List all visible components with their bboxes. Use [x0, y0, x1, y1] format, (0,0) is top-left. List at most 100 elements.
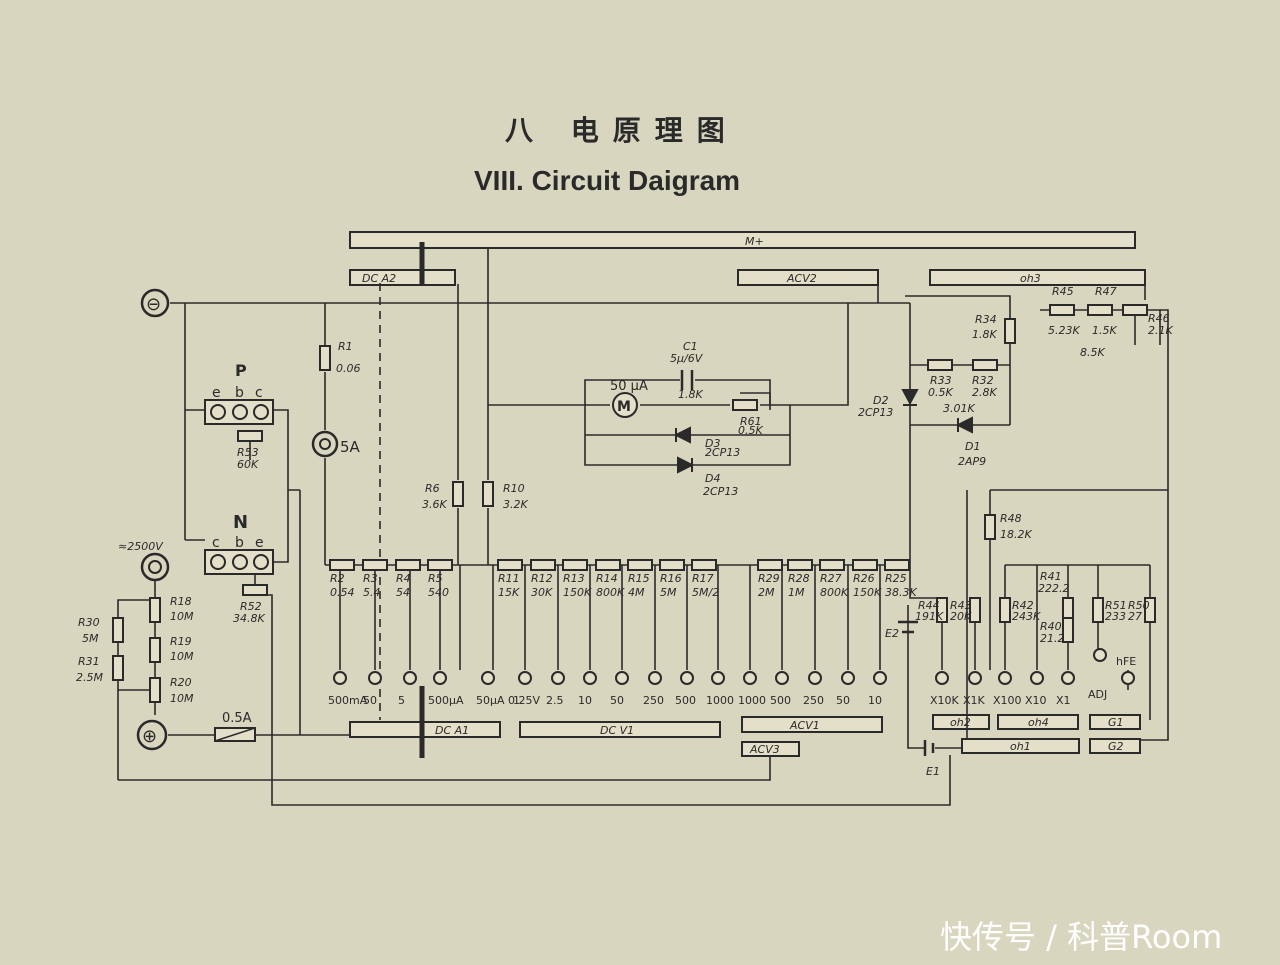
- d3-label: D3: [705, 437, 720, 450]
- resistor-r61-value: 0.5K: [738, 424, 763, 437]
- divider-resistor-label: R27: [820, 572, 842, 585]
- svg-text:P: P: [235, 361, 247, 380]
- divider-resistor-value: 150K: [563, 586, 592, 599]
- range-terminal[interactable]: X10K: [930, 671, 960, 707]
- resistor-r18-label: R18: [170, 595, 192, 608]
- switch-bar-acv1: [741, 716, 883, 733]
- battery-e2: [898, 620, 918, 634]
- resistor-r1: R10.06: [319, 340, 361, 375]
- range-terminal[interactable]: 500: [675, 671, 696, 707]
- r-1-8k-value: 1.8K: [678, 388, 703, 401]
- range-terminal[interactable]: 50: [836, 671, 855, 707]
- switch-bar-g2: [1089, 738, 1141, 754]
- range-terminal[interactable]: X1K: [963, 671, 986, 707]
- title-chinese: 八 电原理图: [505, 114, 739, 147]
- resistor-r34-label: R34: [975, 313, 997, 326]
- divider-resistor-label: R4: [396, 572, 411, 585]
- range-terminal[interactable]: 500: [770, 671, 791, 707]
- range-terminal-label: 1: [513, 694, 520, 707]
- resistor-r34-value: 1.8K: [972, 328, 997, 341]
- d3-value: 2CP13: [705, 446, 740, 459]
- svg-text:≈2500V: ≈2500V: [118, 540, 164, 553]
- divider-resistor-label: R3: [363, 572, 378, 585]
- c1-value: 5μ/6V: [670, 352, 704, 365]
- range-terminal[interactable]: 500mA: [328, 671, 368, 707]
- range-terminal[interactable]: X10: [1025, 671, 1047, 707]
- range-terminal-label: 50μA 0.25V: [476, 694, 541, 707]
- range-terminal[interactable]: X1: [1056, 671, 1075, 707]
- watermark: 快传号 / 科普Room: [940, 918, 1222, 956]
- range-terminal[interactable]: 2.5: [546, 671, 565, 707]
- resistor-r61-label: R61: [740, 415, 762, 428]
- resistor-r19-value: 10M: [170, 650, 194, 663]
- resistor-r47-value: 1.5K: [1092, 324, 1117, 337]
- range-terminal[interactable]: 50: [610, 671, 629, 707]
- range-terminal[interactable]: 5: [398, 671, 417, 707]
- resistor-r18-value: 10M: [170, 610, 194, 623]
- divider-resistor-value: 5.4: [363, 586, 381, 599]
- svg-text:5A: 5A: [340, 438, 361, 456]
- resistor-r52-label: R52: [240, 600, 262, 613]
- range-terminal-label: X10K: [930, 694, 960, 707]
- transistor-socket-n: N c b e: [204, 512, 274, 575]
- resistor-r41-label: R41: [1040, 570, 1062, 583]
- switch-label-dca1: DC A1: [435, 724, 469, 737]
- resistor-r6-label: R6: [425, 482, 440, 495]
- range-terminal-label: hFE: [1116, 655, 1136, 668]
- divider-resistor-label: R2: [330, 572, 345, 585]
- d4-value: 2CP13: [703, 485, 738, 498]
- svg-text:N: N: [233, 512, 248, 533]
- range-terminal[interactable]: X100: [993, 671, 1022, 707]
- switch-label-g1: G1: [1108, 716, 1124, 729]
- misc-labels: C15μ/6V1.8KD32CP13D42CP13D22CP13D12AP93.…: [670, 340, 1105, 778]
- resistor-r33-value: 0.5K: [928, 386, 953, 399]
- range-terminal[interactable]: 1: [513, 671, 532, 707]
- battery-e1: [923, 740, 935, 756]
- plus-socket: ⊕: [136, 719, 168, 751]
- resistor-r31-value: 2.5M: [76, 671, 103, 684]
- range-terminal[interactable]: 1000: [706, 671, 734, 707]
- range-terminal-label: 50: [836, 694, 850, 707]
- range-terminal[interactable]: ADJ: [1088, 648, 1107, 701]
- resistor-r43-value: 20K: [950, 610, 972, 623]
- range-terminal[interactable]: 50μA 0.25V: [476, 671, 541, 707]
- divider-resistor-value: 15K: [498, 586, 520, 599]
- resistor-r45-value: 5.23K: [1048, 324, 1080, 337]
- range-terminal[interactable]: 10: [868, 671, 887, 707]
- resistor-r10-value: 3.2K: [503, 498, 528, 511]
- range-terminal[interactable]: 250: [643, 671, 664, 707]
- resistor-r31-label: R31: [78, 655, 100, 668]
- range-terminal-label: X10: [1025, 694, 1047, 707]
- range-terminal[interactable]: 500μA: [428, 671, 464, 707]
- range-terminal-label: 500μA: [428, 694, 464, 707]
- capacitor-c1: [680, 370, 694, 390]
- switch-bar-dca2: [349, 269, 456, 286]
- range-terminal[interactable]: 250: [803, 671, 824, 707]
- divider-resistor-label: R26: [853, 572, 875, 585]
- range-terminal-label: 1000: [706, 694, 734, 707]
- switch-bar-oh1: [961, 738, 1080, 754]
- range-terminal[interactable]: 50: [363, 671, 382, 707]
- r-8-5k-value: 8.5K: [1080, 346, 1105, 359]
- svg-text:0.5A: 0.5A: [222, 711, 252, 726]
- switch-label-acv3: ACV3: [749, 743, 780, 756]
- range-terminal[interactable]: 10: [578, 671, 597, 707]
- resistor-r52-value: 34.8K: [233, 612, 265, 625]
- range-terminal-label: 2.5: [546, 694, 564, 707]
- range-terminal[interactable]: 1000: [738, 671, 766, 707]
- resistor-r20-value: 10M: [170, 692, 194, 705]
- range-terminal[interactable]: hFE: [1116, 655, 1136, 685]
